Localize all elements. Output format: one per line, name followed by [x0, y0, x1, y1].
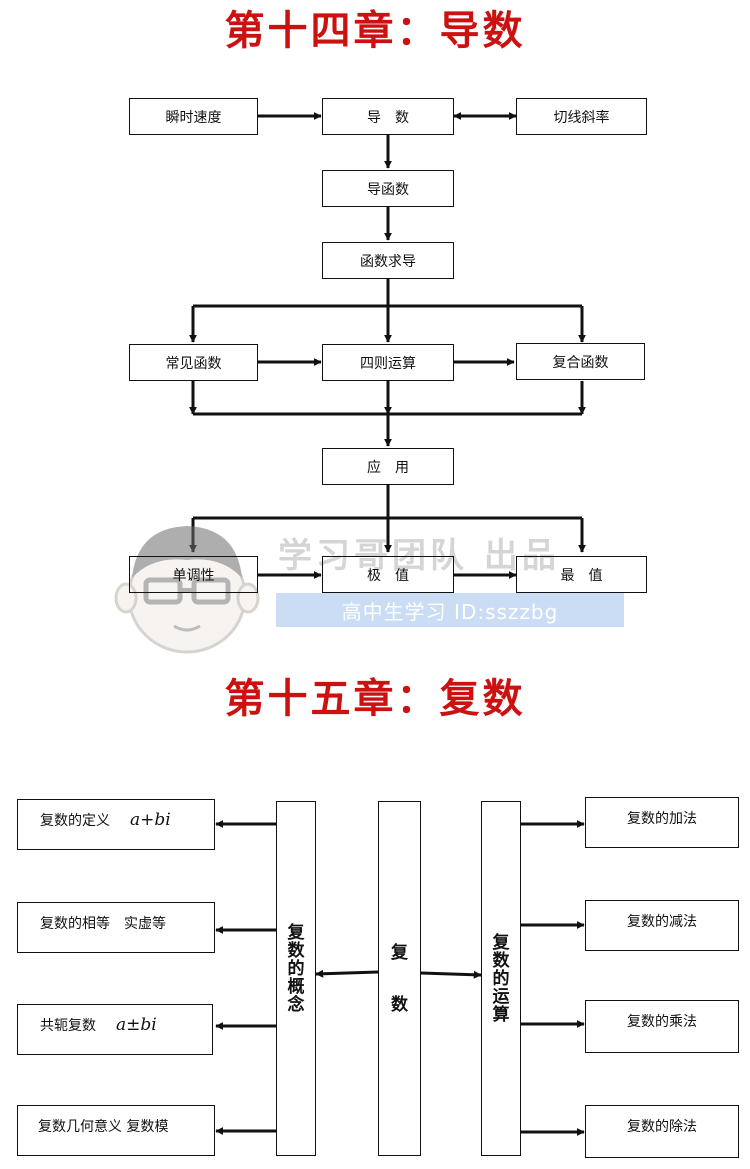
- box-subtraction: 复数的减法: [585, 900, 739, 951]
- concept-char-1: 复: [287, 923, 305, 943]
- chapter15-title: 第十五章：复数: [224, 675, 526, 722]
- operation-column: 复 数 的 运 算: [481, 801, 521, 1156]
- node-four-operations: 四则运算: [322, 344, 454, 381]
- node-common-functions: 常见函数: [129, 344, 258, 381]
- center-column: 复 数: [378, 801, 421, 1156]
- box-division: 复数的除法: [585, 1105, 739, 1158]
- mascot-watermark-icon: [114, 526, 260, 654]
- definition-label: 复数的定义: [40, 813, 110, 829]
- conjugate-formula: a±bi: [116, 1015, 157, 1035]
- concept-char-2: 数: [287, 941, 305, 961]
- center-char-1: 复: [391, 943, 408, 963]
- conjugate-label: 共轭复数: [40, 1018, 96, 1034]
- concept-char-4: 概: [287, 977, 305, 997]
- center-char-2: 数: [391, 995, 408, 1015]
- equality-label: 复数的相等 实虚等: [40, 916, 166, 932]
- box-multiplication: 复数的乘法: [585, 1000, 739, 1053]
- definition-formula: a+bi: [130, 810, 171, 830]
- concept-column: 复 数 的 概 念: [276, 801, 316, 1156]
- watermark-band: 高中生学习 ID:sszzbg: [276, 593, 624, 627]
- node-instant-speed: 瞬时速度: [129, 98, 258, 135]
- node-extremum: 极 值: [322, 556, 454, 593]
- node-derived-function: 导函数: [322, 170, 454, 207]
- concept-char-5: 念: [287, 995, 305, 1015]
- box-complex-definition: 复数的定义 a+bi: [17, 799, 215, 850]
- node-max-min: 最 值: [516, 556, 647, 593]
- node-tangent-slope: 切线斜率: [516, 98, 647, 135]
- arrow-center-to-operation: [420, 970, 482, 979]
- operation-char-5: 算: [492, 1005, 510, 1025]
- operation-char-1: 复: [492, 933, 510, 953]
- box-conjugate: 共轭复数 a±bi: [17, 1004, 213, 1055]
- node-composite-functions: 复合函数: [516, 343, 645, 380]
- operation-char-4: 运: [492, 987, 510, 1007]
- concept-char-3: 的: [287, 959, 305, 979]
- geometric-label: 复数几何意义 复数模: [38, 1119, 169, 1135]
- box-complex-equality: 复数的相等 实虚等: [17, 902, 215, 953]
- node-derivative: 导 数: [322, 98, 454, 135]
- arrow-center-to-concept: [315, 969, 379, 978]
- node-monotonicity: 单调性: [129, 556, 258, 593]
- operation-char-2: 数: [492, 951, 510, 971]
- node-function-derivation: 函数求导: [322, 242, 454, 279]
- node-application: 应 用: [322, 448, 454, 485]
- chapter14-title: 第十四章：导数: [224, 7, 526, 54]
- operation-char-3: 的: [492, 969, 510, 989]
- box-geometric-meaning: 复数几何意义 复数模: [17, 1105, 215, 1156]
- box-addition: 复数的加法: [585, 797, 739, 848]
